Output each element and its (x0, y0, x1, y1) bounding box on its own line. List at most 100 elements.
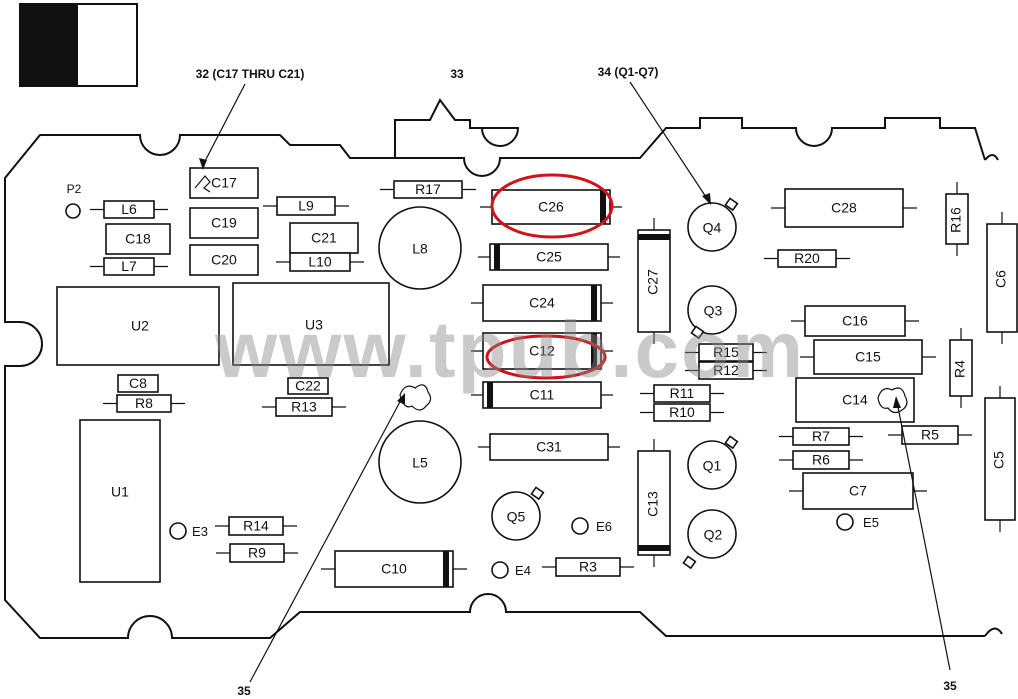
body-c16 (804, 305, 906, 337)
label-c14: C14 (842, 392, 868, 408)
component-c15: C15 (800, 339, 936, 375)
label-l8: L8 (412, 241, 428, 257)
label-l5: L5 (412, 455, 428, 471)
component-c28: C28 (771, 188, 917, 228)
component-c16: C16 (791, 305, 919, 337)
body-c20 (189, 244, 259, 276)
label-c11: C11 (530, 387, 555, 403)
component-c19: C19 (189, 207, 259, 239)
body-c5 (984, 397, 1016, 521)
label-u1: U1 (111, 484, 129, 500)
body-r6 (792, 450, 850, 470)
component-r6: R6 (779, 450, 863, 470)
component-r17: R17 (380, 180, 476, 199)
body-c25 (489, 243, 609, 271)
body-c18 (105, 223, 171, 255)
inductor-l5: L5 (378, 420, 462, 504)
body-r8 (116, 394, 172, 413)
label-r4: R4 (952, 360, 968, 378)
callout-33: 33 (450, 67, 464, 81)
body-c7 (802, 472, 914, 510)
body-l6 (103, 200, 155, 219)
body-c6 (986, 223, 1018, 333)
label-c25: C25 (536, 249, 562, 265)
label-c27: C27 (645, 269, 661, 295)
label-c18: C18 (125, 231, 151, 247)
transistor-q4: Q4 (687, 197, 739, 252)
component-c25: C25 (478, 243, 620, 271)
body-c27 (637, 229, 671, 333)
component-r15: R15 (685, 343, 767, 362)
component-c20: C20 (189, 244, 259, 276)
body-r20 (777, 249, 837, 268)
label-c20: C20 (211, 252, 237, 268)
body-c15 (813, 339, 923, 375)
label-r13: R13 (291, 399, 317, 415)
component-c5: C5 (984, 386, 1016, 532)
body-r15 (698, 343, 754, 362)
label-r3: R3 (579, 559, 597, 575)
label-r5: R5 (921, 427, 939, 443)
component-c6: C6 (986, 212, 1018, 344)
label-c10: C10 (381, 561, 407, 577)
component-l6: L6 (90, 200, 168, 219)
component-r3: R3 (542, 557, 634, 577)
label-e4: E4 (515, 563, 531, 578)
label-r6: R6 (812, 452, 830, 468)
component-c27: C27 (637, 218, 671, 344)
body-c14 (795, 377, 915, 423)
polarity-band-c13 (638, 545, 670, 551)
body-c21 (289, 222, 359, 254)
label-c6: C6 (993, 270, 1009, 288)
registration-mark (19, 3, 138, 87)
label-r10: R10 (669, 404, 695, 420)
body-c17 (189, 167, 259, 199)
polarity-band-c24 (591, 285, 597, 321)
component-r5: R5 (888, 425, 972, 445)
label-c16: C16 (842, 313, 868, 329)
body-l9 (276, 196, 336, 216)
board-outline (4, 98, 986, 639)
component-r4: R4 (949, 328, 973, 408)
test-point-e4: E4 (491, 561, 531, 579)
body-r12 (698, 361, 754, 380)
label-r12: R12 (713, 362, 739, 378)
label-l6: L6 (121, 201, 137, 217)
polarity-band-c11 (487, 382, 493, 408)
label-p2: P2 (67, 182, 82, 196)
callout-35-right: 35 (943, 679, 957, 693)
component-l7: L7 (90, 257, 168, 276)
component-r7: R7 (779, 427, 863, 446)
polarity-band-c25 (494, 244, 500, 270)
callout-34: 34 (Q1-Q7) (598, 65, 659, 79)
body-c22 (287, 377, 329, 395)
component-r14: R14 (215, 516, 297, 536)
component-c26: C26 (480, 189, 622, 225)
label-r20: R20 (794, 250, 820, 266)
component-r16: R16 (945, 182, 969, 256)
label-r15: R15 (713, 344, 739, 360)
component-r10: R10 (640, 403, 724, 422)
component-c22: C22 (287, 377, 329, 395)
label-e5: E5 (863, 515, 879, 530)
label-q1: Q1 (703, 458, 722, 474)
transistor-q2: Q2 (682, 509, 737, 570)
body-l7 (103, 257, 155, 276)
components: L6L7C18C17C19C20L9C21L10R17C26C25C24C12C… (90, 167, 1018, 588)
label-c22: C22 (295, 378, 321, 394)
transistor-q3: Q3 (687, 285, 737, 340)
body-r10 (653, 403, 711, 422)
component-c21: C21 (289, 222, 359, 254)
watermark: www.tpub.com (214, 305, 805, 394)
test-point-e3: E3 (169, 522, 208, 540)
label-r16: R16 (948, 207, 964, 233)
test-point-e6: E6 (571, 517, 612, 535)
label-c24: C24 (529, 295, 555, 311)
solder-blob-left (399, 384, 432, 411)
body-c19 (189, 207, 259, 239)
body-c11 (482, 381, 602, 409)
label-c19: C19 (211, 215, 237, 231)
polarity-band-c12 (591, 333, 597, 369)
component-r8: R8 (103, 394, 185, 413)
